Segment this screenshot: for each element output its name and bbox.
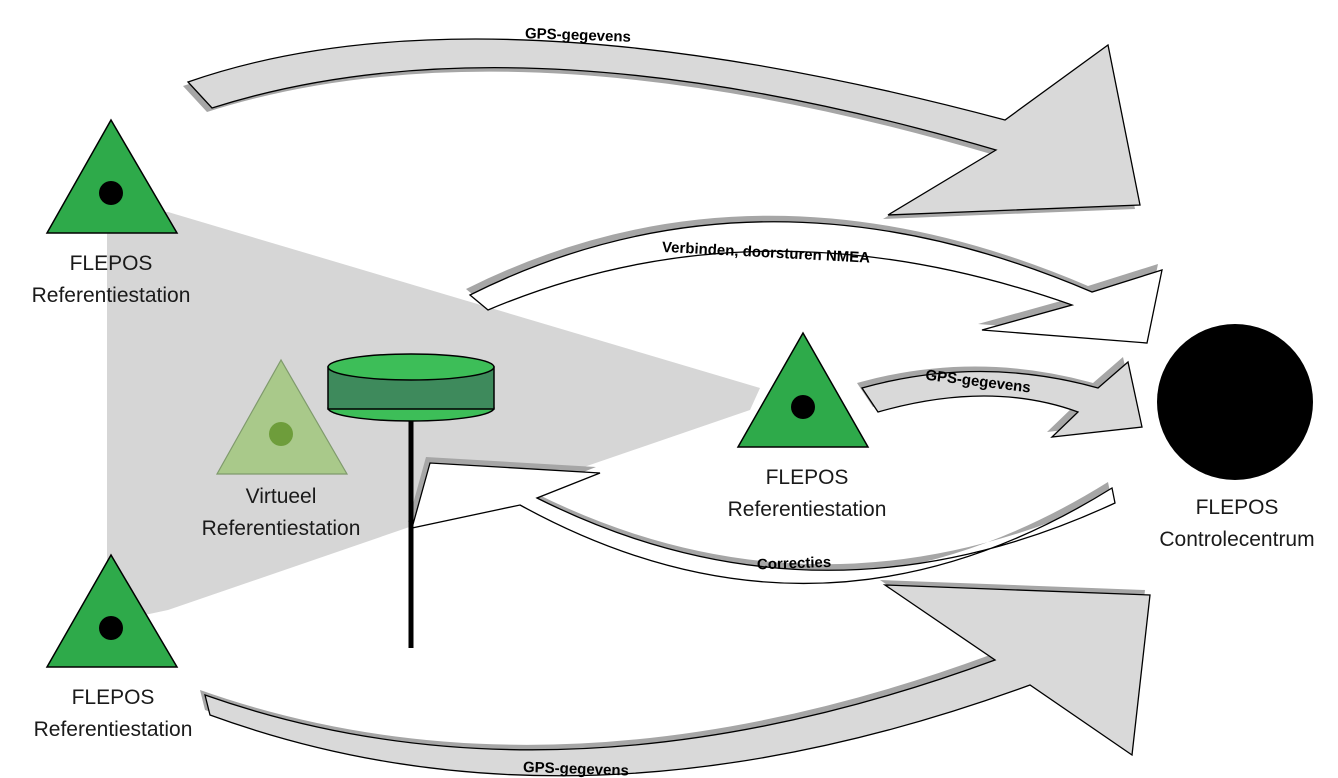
label-line: Controlecentrum <box>1159 528 1315 551</box>
antenna-dot-icon <box>99 181 123 205</box>
antenna-dot-icon <box>791 395 815 419</box>
reference-station-top <box>45 118 179 234</box>
label-line: Referentiestation <box>31 284 191 307</box>
label-station-top: FLEPOS Referentiestation <box>12 248 210 312</box>
label-control-center: FLEPOS Controlecentrum <box>1142 492 1332 556</box>
label-virtual-station: Virtueel Referentiestation <box>182 481 380 545</box>
label-line: FLEPOS <box>69 252 153 275</box>
arrow-label-bottom-gps: GPS-gegevens <box>523 759 629 778</box>
top-gps-arrow: GPS-gegevens <box>183 25 1141 219</box>
antenna-dot-icon <box>99 616 123 640</box>
label-line: Virtueel <box>245 485 317 508</box>
reference-station-bottom <box>45 553 179 668</box>
label-line: Referentiestation <box>201 517 361 540</box>
label-line: Referentiestation <box>33 718 193 741</box>
nmea-arrow: Verbinden, doorsturen NMEA <box>466 215 1163 344</box>
arrow-label-corrections: Correcties <box>757 554 832 574</box>
arrow-label-top-gps: GPS-gegevens <box>525 25 631 46</box>
label-station-middle: FLEPOS Referentiestation <box>708 462 906 526</box>
label-line: Referentiestation <box>727 498 887 521</box>
antenna-dot-icon <box>269 422 293 446</box>
label-station-bottom: FLEPOS Referentiestation <box>14 682 212 746</box>
bottom-gps-arrow: GPS-gegevens <box>200 580 1151 778</box>
label-line: FLEPOS <box>71 686 155 709</box>
reference-station-middle <box>736 331 870 448</box>
virtual-reference-station <box>215 358 349 475</box>
label-line: FLEPOS <box>765 466 849 489</box>
rover-receiver-icon <box>327 353 495 648</box>
control-center-icon <box>1157 324 1313 480</box>
label-line: FLEPOS <box>1195 496 1279 519</box>
middle-gps-arrow: GPS-gegevens <box>857 357 1143 438</box>
